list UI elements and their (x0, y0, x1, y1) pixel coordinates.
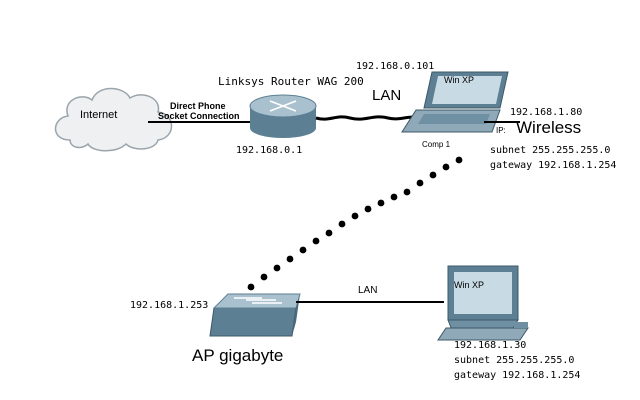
comp1-name: Comp 1 (422, 140, 451, 149)
router-icon (249, 94, 317, 138)
comp2-screen-text: Win XP (454, 280, 485, 290)
comp1-laptop-icon (401, 71, 509, 133)
comp1-wireless-ip: 192.168.1.80 (510, 107, 583, 118)
router-title: Linksys Router WAG 200 (218, 75, 364, 88)
comp2-subnet: subnet 255.255.255.0 (454, 355, 575, 366)
lan-bottom-label: LAN (358, 285, 378, 296)
comp1-screen-text: Win XP (444, 75, 475, 85)
comp1-wireless-label: Wireless (516, 118, 582, 137)
phone-link-label-line2: Socket Connection (158, 111, 240, 121)
internet-label: Internet (80, 109, 118, 121)
ap-ip: 192.168.1.253 (130, 300, 209, 311)
comp1-gateway: gateway 192.168.1.254 (490, 160, 617, 171)
comp1-ip-prefix: IP: (496, 126, 506, 135)
comp2-ip: 192.168.1.30 (454, 340, 527, 351)
comp2-desktop-icon (437, 265, 529, 341)
lan-top-label: LAN (372, 87, 402, 104)
comp1-lan-ip: 192.168.0.101 (356, 61, 435, 72)
ap-name: AP gigabyte (192, 346, 284, 365)
comp1-subnet: subnet 255.255.255.0 (490, 145, 611, 156)
internet-cloud-icon (54, 87, 173, 152)
lan-cable-top (315, 115, 421, 121)
phone-link-label-line1: Direct Phone (170, 101, 226, 111)
wireless-dotted-link (247, 156, 463, 291)
comp2-gateway: gateway 192.168.1.254 (454, 370, 581, 381)
router-ip: 192.168.0.1 (236, 145, 303, 156)
ap-switch-icon (209, 293, 301, 337)
